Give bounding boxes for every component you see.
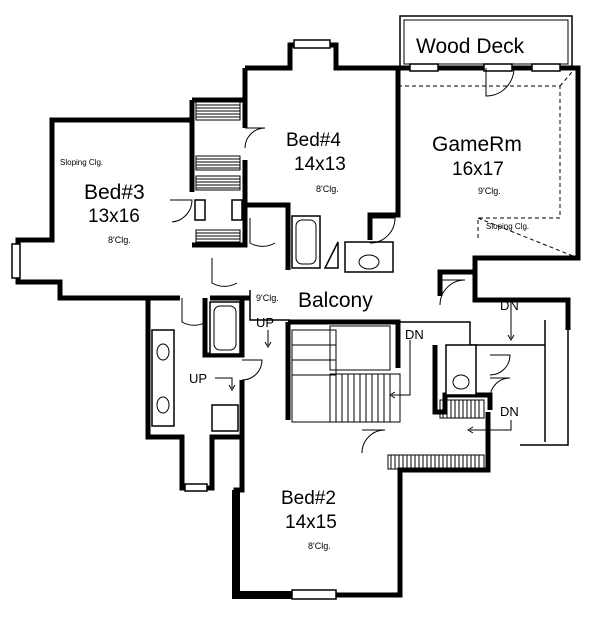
bath-fixtures bbox=[151, 199, 477, 432]
bed4-label: Bed#4 bbox=[286, 130, 341, 151]
bed2-ceiling: 8'Clg. bbox=[308, 541, 331, 551]
deck-label: Wood Deck bbox=[416, 35, 525, 58]
bed2-walls bbox=[233, 412, 491, 598]
stair-dn-label-2: DN bbox=[500, 298, 519, 313]
stair-treads bbox=[195, 101, 485, 470]
bed2-size: 14x15 bbox=[285, 512, 337, 533]
gameroom-walls bbox=[398, 65, 581, 296]
bed3-label: Bed#3 bbox=[84, 181, 145, 204]
door-swings bbox=[170, 67, 515, 454]
stair-arrows bbox=[215, 310, 515, 434]
bed4-walls bbox=[245, 42, 401, 240]
bed3-ceiling: 8'Clg. bbox=[108, 235, 131, 245]
stair-dn-label-1: DN bbox=[405, 327, 424, 342]
sloped-ceiling-lines bbox=[398, 71, 579, 259]
balcony-label: Balcony bbox=[298, 289, 373, 312]
balcony-ceiling: 9'Clg. bbox=[256, 293, 279, 303]
bed4-size: 14x13 bbox=[294, 154, 346, 175]
bed3-sloping-note: Sloping Clg. bbox=[60, 158, 103, 167]
windows bbox=[11, 39, 561, 600]
gameroom-sloping-note: Sloping Clg. bbox=[486, 222, 529, 231]
stair-up-label-2: UP bbox=[189, 371, 207, 386]
gameroom-label: GameRm bbox=[432, 133, 522, 156]
bed4-ceiling: 8'Clg. bbox=[316, 184, 339, 194]
gameroom-ceiling: 9'Clg. bbox=[478, 186, 501, 196]
bed3-size: 13x16 bbox=[88, 206, 140, 227]
stair-dn-label-3: DN bbox=[500, 404, 519, 419]
gameroom-size: 16x17 bbox=[452, 159, 504, 180]
bed2-label: Bed#2 bbox=[281, 488, 336, 509]
stair-up-label-1: UP bbox=[256, 315, 274, 330]
